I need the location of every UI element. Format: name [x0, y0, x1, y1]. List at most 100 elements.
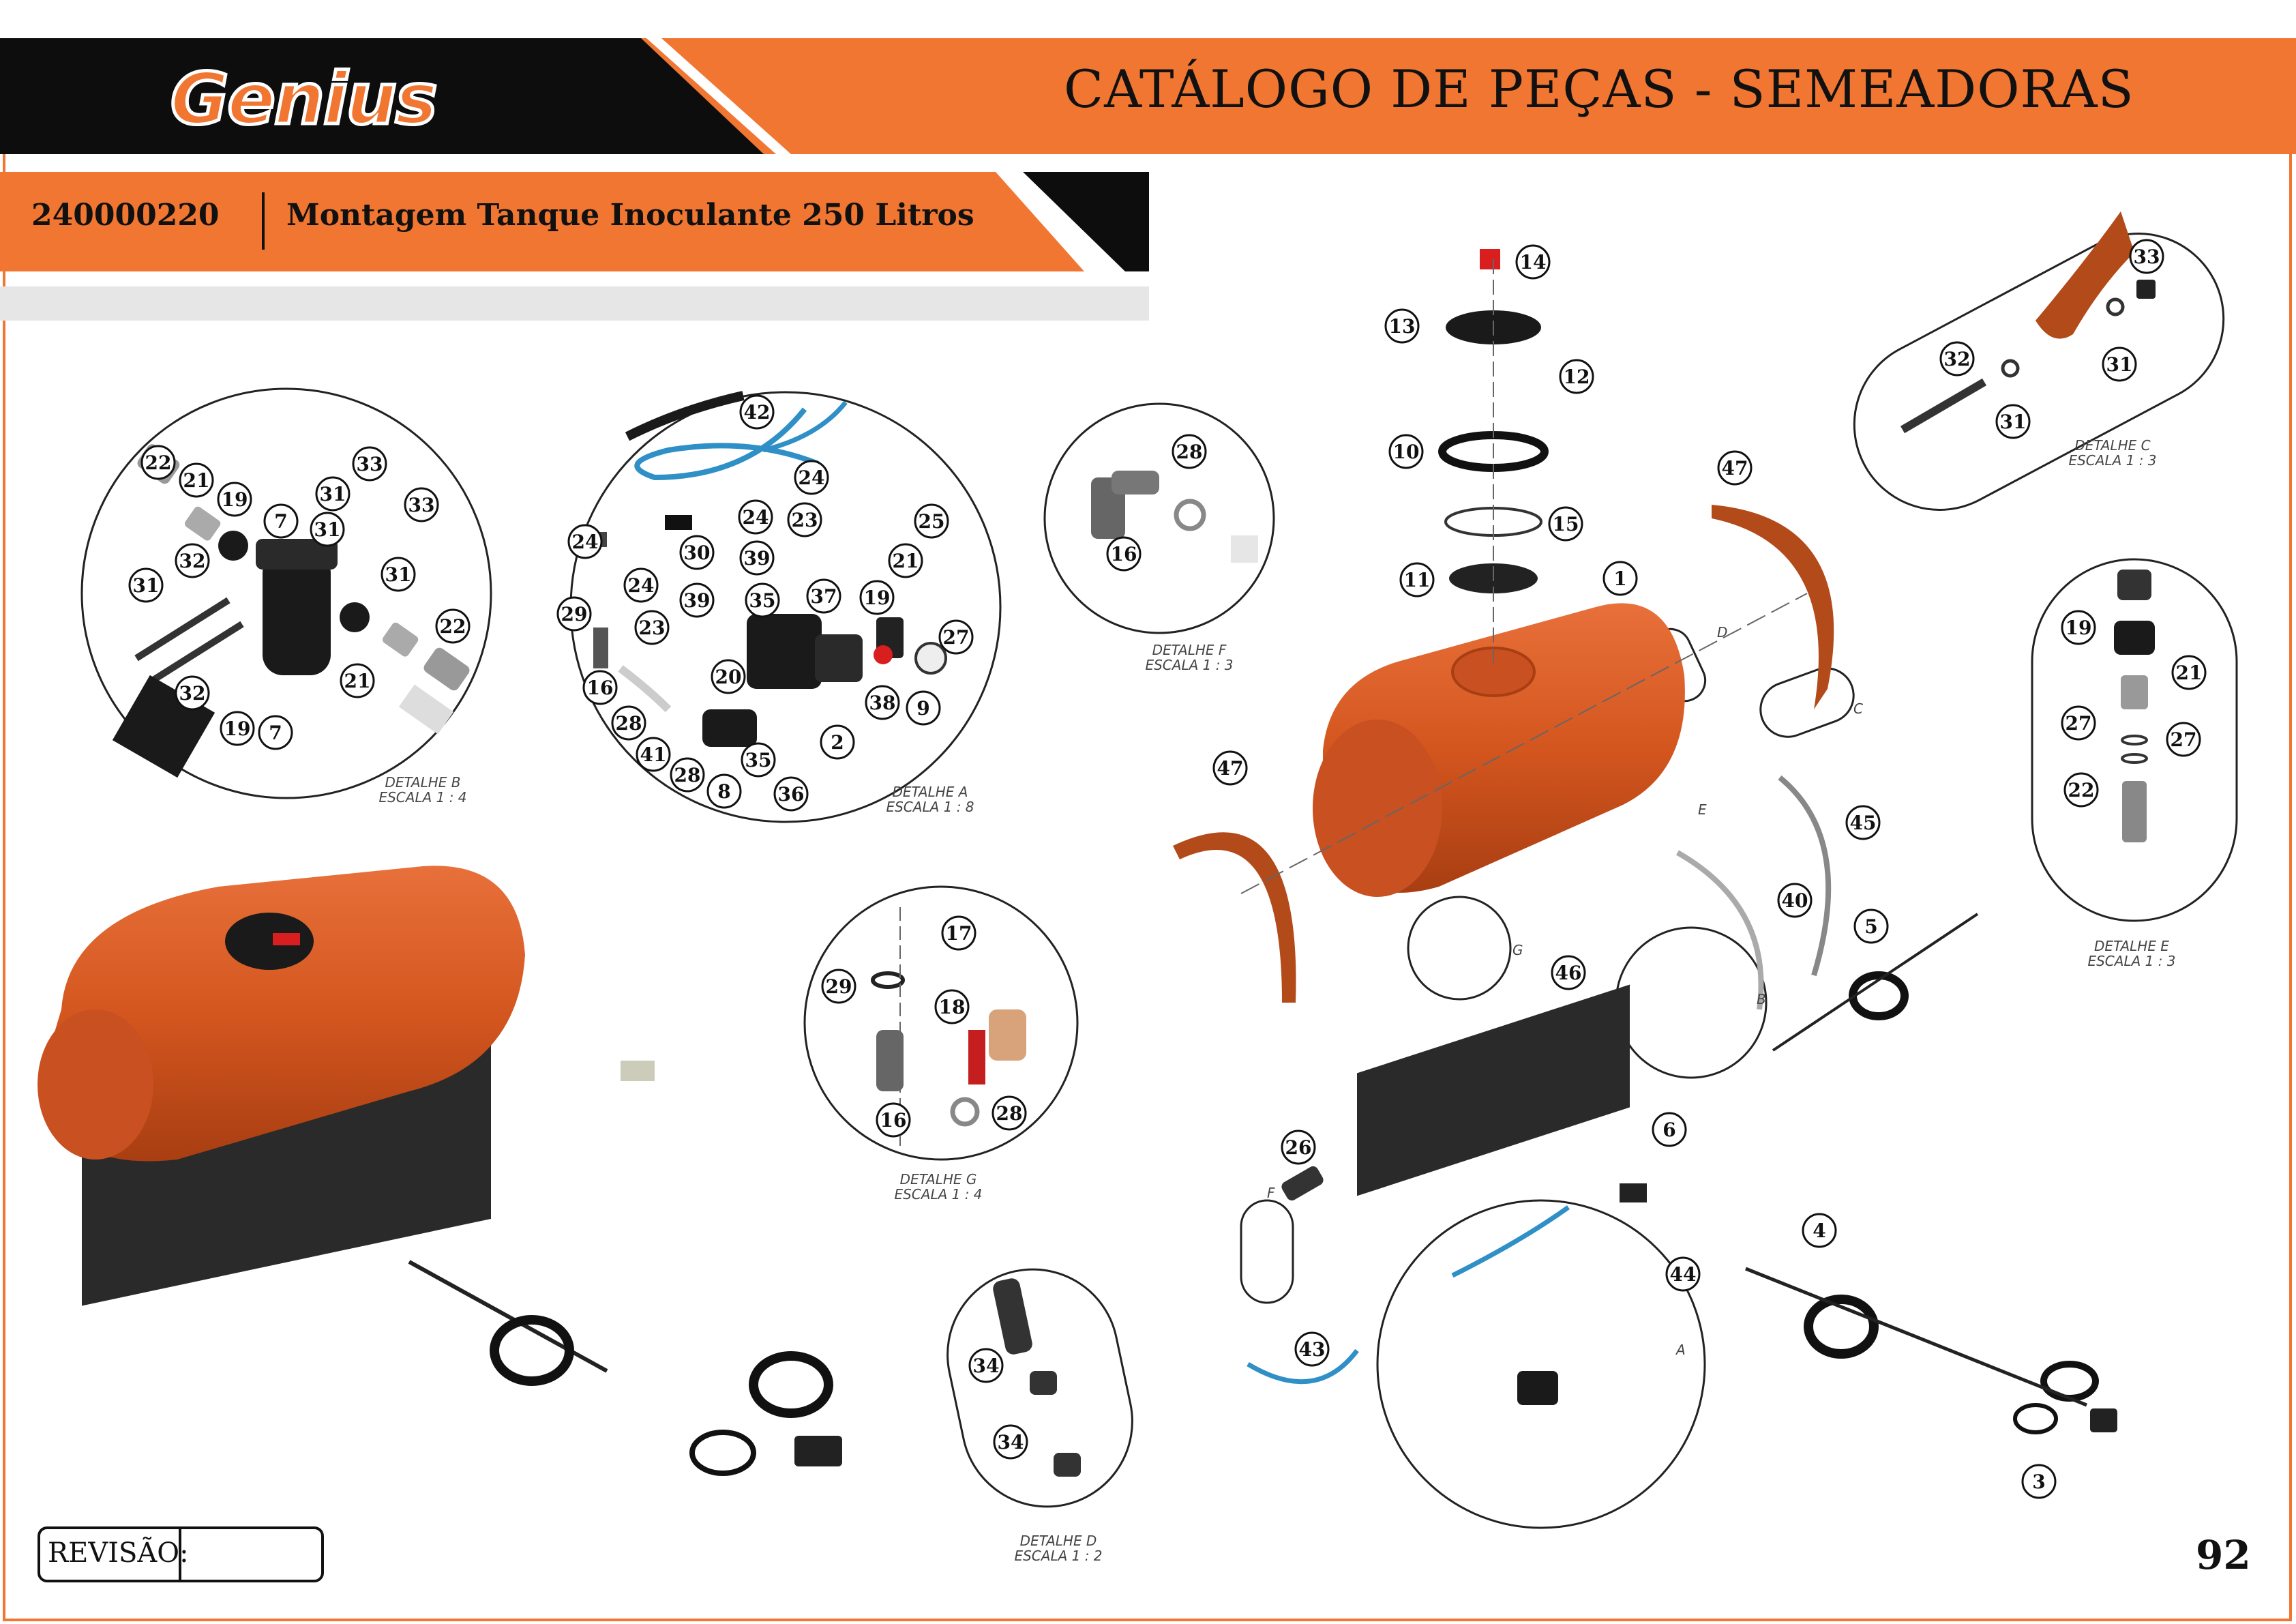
washer: [2001, 359, 2020, 378]
callout-number: 22: [440, 615, 466, 638]
callout-main-14: 14: [1515, 244, 1551, 280]
view-e-outline: [1240, 1199, 1294, 1304]
hose-stub: [1231, 535, 1258, 563]
stand-frame: [1357, 984, 1630, 1196]
hose-blue: [1247, 1348, 1359, 1385]
clamp: [950, 1097, 980, 1127]
filter-body: [263, 552, 331, 675]
bolt: [1900, 378, 1987, 434]
info-grey-strip: [0, 286, 1149, 321]
connector: [621, 1061, 655, 1081]
view-c-outline: [1759, 667, 1855, 738]
callout-main-45: 45: [1845, 805, 1881, 840]
callout-main-44: 44: [1665, 1256, 1701, 1292]
callout-number: 12: [1564, 366, 1590, 388]
callout-main-15: 15: [1548, 506, 1583, 542]
cap: [1030, 1371, 1057, 1395]
callout-number: 11: [1404, 569, 1431, 591]
callout-detail-a-39: 39: [679, 582, 715, 618]
callout-number: 28: [616, 712, 642, 735]
cable: [408, 1260, 608, 1373]
switch-box: [2090, 1408, 2117, 1432]
lid-handle: [273, 933, 300, 945]
callout-detail-a-23: 23: [787, 502, 822, 537]
hose-blue: [1451, 1205, 1570, 1278]
coil: [490, 1315, 574, 1386]
view-letter: E: [1698, 801, 1707, 818]
callout-number: 15: [1553, 513, 1579, 535]
clear-hose: [618, 665, 672, 713]
fitting: [2121, 675, 2148, 709]
callout-detail-b-22: 22: [140, 445, 176, 480]
view-letter: D: [1717, 624, 1727, 640]
detail-c-outline: [1853, 233, 2225, 511]
ball-valve-body: [989, 1009, 1026, 1061]
callout-detail-a-2: 2: [820, 724, 855, 760]
callout-detail-g-17: 17: [941, 915, 976, 951]
callout-number: 17: [946, 922, 972, 945]
callout-detail-a-16: 16: [582, 670, 618, 705]
main-exploded-view: [1173, 249, 2117, 1434]
detail-f-circle: [1043, 402, 1275, 634]
callout-number: 46: [1555, 962, 1582, 984]
callout-number: 32: [179, 682, 206, 705]
callout-main-13: 13: [1384, 308, 1420, 344]
callout-detail-b-21: 21: [340, 663, 375, 698]
detail-caption-title: DETALHE B: [385, 774, 461, 791]
callout-number: 9: [916, 697, 929, 720]
callout-detail-a-27: 27: [938, 619, 974, 655]
callout-number: 33: [408, 494, 435, 516]
callout-detail-a-38: 38: [865, 685, 900, 720]
switch-box: [794, 1436, 842, 1466]
detail-e-outline: [2031, 558, 2238, 922]
callout-detail-e-22: 22: [2063, 772, 2099, 808]
detail-caption-scale: ESCALA 1 : 4: [378, 789, 466, 806]
tank-lid: [225, 913, 314, 970]
detail-c-parts: [1900, 211, 2156, 434]
callout-number: 39: [744, 547, 771, 570]
callout-number: 31: [2106, 353, 2133, 376]
callout-detail-b-22: 22: [435, 608, 471, 644]
callout-number: 38: [869, 692, 896, 714]
callout-number: 28: [674, 764, 701, 786]
clamp: [1174, 499, 1206, 531]
callout-number: 18: [939, 996, 966, 1018]
detail-caption-title: DETALHE A: [893, 784, 968, 800]
callout-number: 31: [2000, 411, 2027, 433]
callout-detail-a-35: 35: [741, 742, 776, 778]
elbow-arm: [1112, 471, 1159, 494]
callout-detail-e-19: 19: [2061, 610, 2096, 645]
part-info-separator: [262, 192, 265, 250]
nut: [2136, 280, 2156, 299]
callout-detail-b-33: 33: [352, 446, 387, 482]
nut: [2114, 621, 2155, 655]
corrugated-hose: [993, 1278, 1032, 1355]
callout-detail-a-20: 20: [711, 659, 746, 694]
callout-main-40: 40: [1777, 883, 1813, 918]
strap-left: [1173, 832, 1296, 1003]
detail-outlines: [80, 233, 2238, 1529]
detail-a-circle: [569, 391, 1002, 823]
callout-number: 44: [1670, 1263, 1697, 1286]
callout-detail-a-21: 21: [888, 543, 923, 578]
callout-main-1: 1: [1602, 561, 1638, 596]
callout-number: 21: [2176, 662, 2203, 684]
callout-detail-a-36: 36: [773, 776, 809, 812]
callout-detail-e-27: 27: [2061, 705, 2096, 741]
tank-body: [41, 866, 525, 1162]
callout-number: 45: [1850, 812, 1877, 834]
callout-number: 29: [561, 603, 588, 625]
cable: [1772, 913, 1979, 1052]
gasket: [871, 971, 905, 989]
callout-number: 29: [826, 975, 852, 998]
strainer: [702, 709, 757, 747]
detail-caption-title: DETALHE E: [2094, 938, 2169, 954]
callout-detail-d-34: 34: [993, 1424, 1028, 1460]
callout-detail-a-37: 37: [806, 578, 841, 614]
callout-number: 2: [831, 731, 844, 754]
detail-d-outline: [946, 1268, 1133, 1508]
detail-caption-title: DETALHE G: [900, 1171, 977, 1187]
